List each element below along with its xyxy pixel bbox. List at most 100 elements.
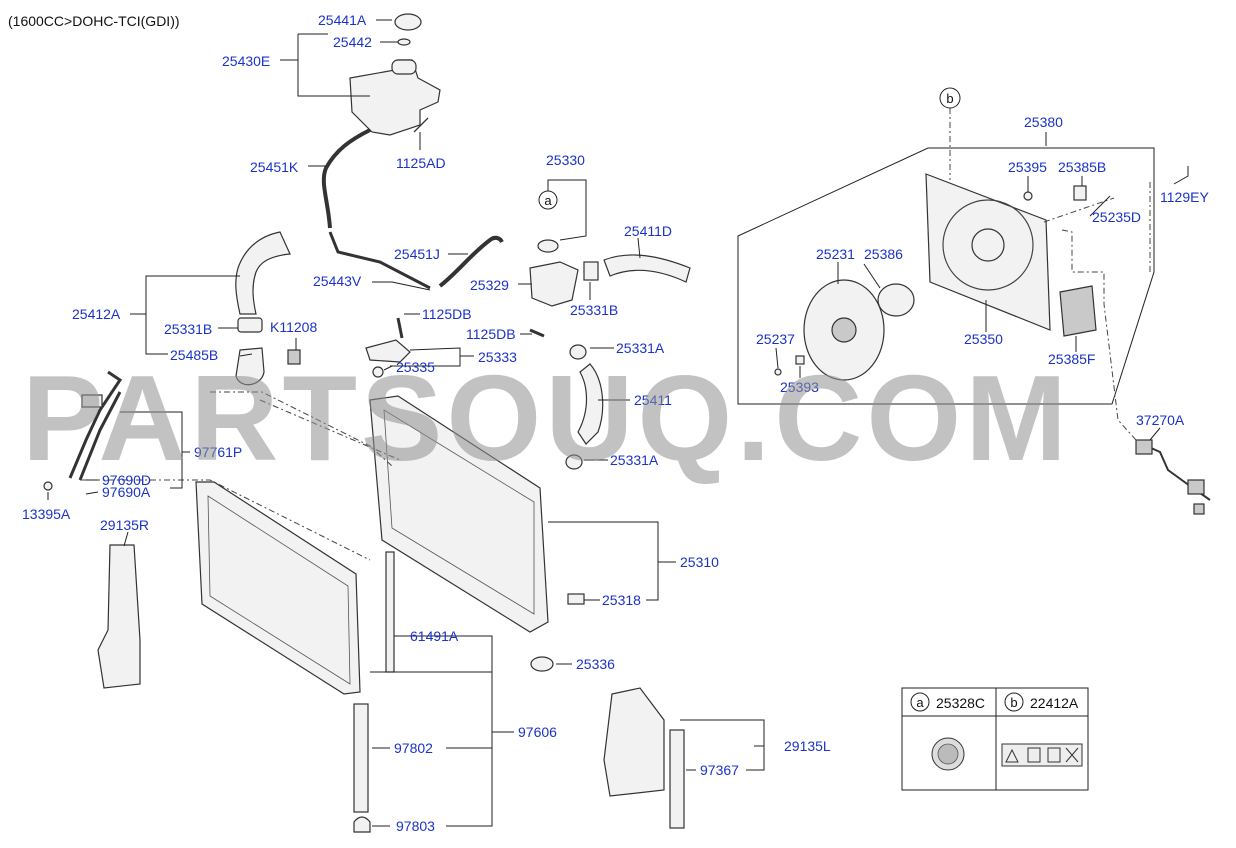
part-label-97606[interactable]: 97606	[518, 724, 557, 740]
fan-assembly-outline	[737, 147, 1155, 405]
part-label-29135l[interactable]: 29135L	[784, 738, 831, 754]
reservoir-cap-drawing	[394, 13, 422, 31]
resistor-drawing	[1059, 285, 1097, 337]
shroud-hub-drawing	[971, 228, 1005, 262]
legend-table: a 25328C b 22412A	[901, 687, 1089, 791]
part-label-37270a[interactable]: 37270A	[1136, 412, 1185, 428]
part-label-25336[interactable]: 25336	[576, 656, 615, 672]
clip-25237-drawing	[774, 368, 782, 376]
part-label-25231[interactable]: 25231	[816, 246, 855, 262]
dashed-line-2	[259, 399, 401, 461]
assembly-dashed-lines	[80, 108, 1151, 561]
part-label-25395[interactable]: 25395	[1008, 159, 1047, 175]
gasket-drawing	[537, 239, 559, 253]
fan-hub-drawing	[831, 317, 857, 343]
part-label-97690d[interactable]: 97690D	[102, 472, 151, 488]
part-label-25485b[interactable]: 25485B	[170, 347, 218, 363]
part-label-25380[interactable]: 25380	[1024, 114, 1063, 130]
cap-97803-drawing	[353, 816, 371, 833]
lower-hose-drawing	[577, 363, 604, 445]
part-label-25333[interactable]: 25333	[478, 349, 517, 365]
radiator-drawing	[369, 395, 549, 633]
oil-cooler-lines-drawing	[68, 370, 123, 481]
part-label-k11208[interactable]: K11208	[270, 319, 317, 335]
part-label-25386[interactable]: 25386	[864, 246, 903, 262]
seal-61491a-drawing	[385, 551, 395, 673]
part-drawings	[43, 13, 1211, 833]
connector-a-drawing	[1135, 439, 1153, 455]
part-label-25393[interactable]: 25393	[780, 379, 819, 395]
k11208-drawing	[287, 349, 301, 365]
part-label-25412a[interactable]: 25412A	[72, 306, 121, 322]
part-label-25335[interactable]: 25335	[396, 359, 435, 375]
ref-marker-a: a	[538, 190, 558, 210]
part-label-1125db-a[interactable]: 1125DB	[422, 306, 472, 322]
part-label-25441a[interactable]: 25441A	[318, 12, 367, 28]
condenser-drawing	[195, 481, 361, 695]
bolt-drawing	[413, 117, 429, 133]
breather-hose-drawing	[438, 235, 504, 288]
part-label-25443v[interactable]: 25443V	[313, 273, 362, 289]
part-label-13395a[interactable]: 13395A	[22, 506, 71, 522]
part-label-1125ad[interactable]: 1125AD	[396, 155, 446, 171]
part-label-25235d[interactable]: 25235D	[1092, 209, 1141, 225]
part-label-25331b-left[interactable]: 25331B	[164, 321, 212, 337]
dashed-line-harness	[1061, 229, 1137, 441]
nut-25395-drawing	[1023, 191, 1033, 201]
part-label-61491a[interactable]: 61491A	[410, 628, 459, 644]
part-label-25411[interactable]: 25411	[634, 392, 672, 408]
clip-25393-drawing	[795, 355, 805, 365]
diagram-title: (1600CC>DOHC-TCI(GDI))	[8, 13, 180, 29]
legend-a-code[interactable]: 25328C	[936, 695, 985, 711]
part-label-25442[interactable]: 25442	[333, 34, 372, 50]
upper-hose-right-drawing	[603, 254, 691, 283]
ref-marker-a-text: a	[544, 193, 552, 208]
part-label-25451j[interactable]: 25451J	[394, 246, 440, 262]
connector-b-drawing	[1187, 479, 1205, 495]
legend-a-key: a	[916, 695, 924, 710]
bolt-1125db-drawing	[396, 317, 404, 339]
part-label-25451k[interactable]: 25451K	[250, 159, 299, 175]
hose-fitting-drawing	[235, 347, 265, 386]
part-label-25430e[interactable]: 25430E	[222, 53, 270, 69]
part-label-1125db-b[interactable]: 1125DB	[466, 326, 516, 342]
part-label-25330[interactable]: 25330	[546, 152, 585, 168]
mount-bracket-drawing	[365, 339, 411, 363]
part-label-25385f[interactable]: 25385F	[1048, 351, 1095, 367]
air-guard-left-drawing	[603, 687, 665, 797]
part-label-97802[interactable]: 97802	[394, 740, 433, 756]
legend-a[interactable]: a 25328C	[910, 692, 985, 712]
part-label-97690a[interactable]: 97690A	[102, 484, 151, 500]
insulator-drawing	[372, 366, 384, 378]
part-label-25310[interactable]: 25310	[680, 554, 719, 570]
part-label-97803[interactable]: 97803	[396, 818, 435, 834]
part-label-25331a-a[interactable]: 25331A	[616, 340, 665, 356]
part-label-25385b[interactable]: 25385B	[1058, 159, 1106, 175]
part-label-97367[interactable]: 97367	[700, 762, 739, 778]
part-label-97761p[interactable]: 97761P	[194, 444, 242, 460]
leader-lines	[47, 19, 1189, 827]
overflow-pipe-drawing	[328, 231, 431, 290]
condenser-core-drawing	[207, 495, 351, 685]
part-label-25318[interactable]: 25318	[602, 592, 641, 608]
part-label-25350[interactable]: 25350	[964, 331, 1003, 347]
legend-b-code[interactable]: 22412A	[1030, 695, 1079, 711]
part-label-25331a-b[interactable]: 25331A	[610, 452, 659, 468]
part-label-25411d[interactable]: 25411D	[624, 223, 672, 239]
part-label-1129ey[interactable]: 1129EY	[1160, 189, 1209, 205]
legend-b[interactable]: b 22412A	[1004, 692, 1079, 712]
legend-b-key: b	[1010, 695, 1017, 710]
part-label-25329[interactable]: 25329	[470, 277, 509, 293]
clamp-25331a-drawing	[569, 344, 587, 360]
dashed-line-1	[210, 391, 393, 467]
legend-b-circle	[1004, 692, 1024, 712]
part-label-25237[interactable]: 25237	[756, 331, 795, 347]
dryer-97802-drawing	[353, 703, 369, 813]
connector-c-drawing	[1193, 503, 1205, 515]
shroud-ring-drawing	[942, 199, 1034, 291]
seal-97367-drawing	[669, 729, 685, 829]
part-label-29135r[interactable]: 29135R	[100, 517, 149, 533]
part-label-25331b-right[interactable]: 25331B	[570, 302, 618, 318]
clamp-25331a-lower-drawing	[565, 454, 583, 470]
